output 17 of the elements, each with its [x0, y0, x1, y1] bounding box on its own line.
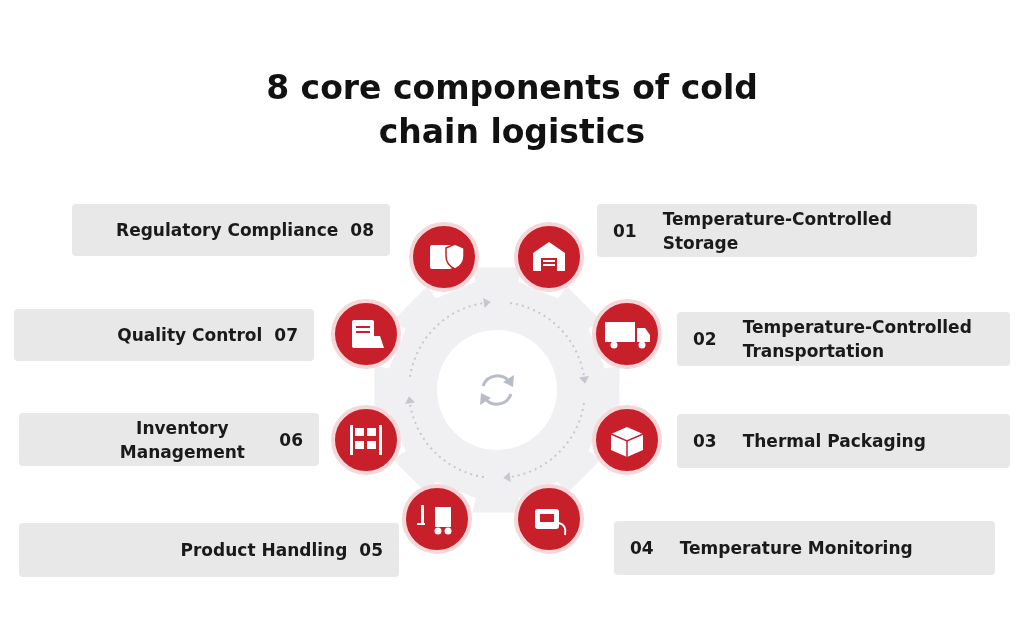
step-label: Thermal Packaging: [742, 430, 926, 453]
step-number: 03: [693, 430, 717, 453]
step-label: Regulatory Compliance: [116, 219, 339, 242]
step-label: Temperature-Controlled Storage: [662, 207, 893, 255]
step-label: Product Handling: [180, 539, 348, 562]
step-label: Temperature Monitoring: [679, 537, 913, 560]
title: 8 core components of cold chain logistics: [265, 67, 759, 153]
step-number: 04: [630, 537, 654, 560]
step-number: 06: [279, 428, 303, 452]
step-number: 01: [613, 219, 637, 243]
step-label: Inventory Management: [118, 416, 246, 464]
step-number: 02: [693, 328, 717, 351]
step-label: Quality Control: [117, 324, 263, 347]
step-number: 08: [350, 219, 374, 242]
step-number: 07: [274, 324, 298, 347]
step-number: 05: [359, 539, 383, 562]
step-label: Temperature-Controlled Transportation: [742, 316, 973, 363]
